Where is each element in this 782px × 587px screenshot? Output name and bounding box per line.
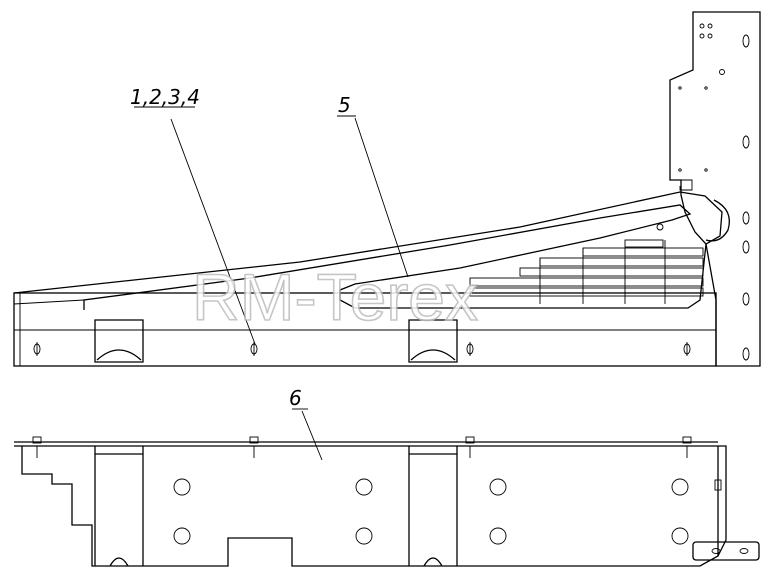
frame-brackets xyxy=(94,319,458,363)
rail-bolts xyxy=(32,436,722,491)
hinge xyxy=(705,199,731,242)
louver-grille xyxy=(469,239,704,304)
top-view-assembly xyxy=(13,11,761,367)
callout-parts-1-4: 1,2,3,4 xyxy=(130,85,200,109)
latch xyxy=(692,541,760,561)
side-plate xyxy=(669,11,761,367)
leader-lines xyxy=(134,106,409,461)
base-frame xyxy=(13,292,717,367)
bottom-view-assembly xyxy=(14,436,760,567)
bottom-brackets xyxy=(94,446,458,567)
bottom-panel xyxy=(21,446,719,567)
callout-part-6: 6 xyxy=(289,386,302,410)
watermark: RM-Terex xyxy=(192,260,478,334)
bottom-holes xyxy=(173,478,689,545)
hinged-panel xyxy=(13,191,723,310)
callout-part-5: 5 xyxy=(338,93,351,117)
side-plate-holes xyxy=(678,23,750,361)
frame-bolts xyxy=(33,342,691,356)
